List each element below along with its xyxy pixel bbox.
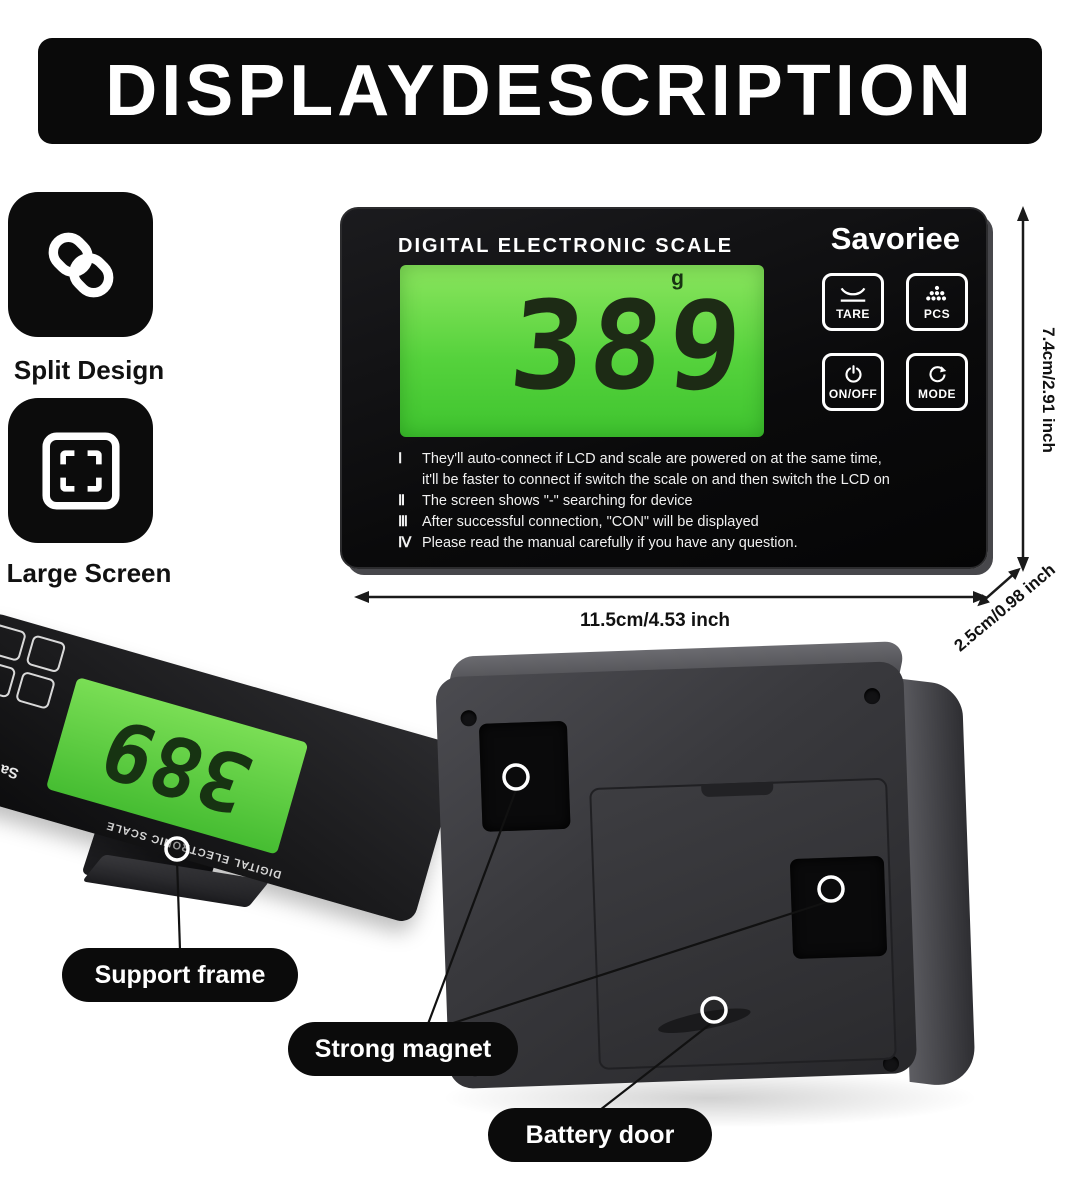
lcd-unit: g [671,267,684,290]
screw-hole [460,709,477,727]
magnet-right-part [789,855,888,960]
large-screen-tile [8,398,153,543]
mini-button [25,634,67,674]
note-text: They'll auto-connect if LCD and scale ar… [422,451,882,467]
scale-back-face [435,661,918,1090]
mini-lcd-screen: 389 [45,676,309,855]
instruction-notes: Ⅰ They'll auto-connect if LCD and scale … [398,449,973,554]
chain-link-icon [48,232,113,297]
mode-label: MODE [918,386,956,401]
support-frame-callout: Support frame [62,948,298,1002]
note-line: Ⅰ They'll auto-connect if LCD and scale … [398,449,973,470]
width-dimension-arrow [354,591,988,603]
note-numeral [398,470,422,491]
on-off-label: ON/OFF [828,386,878,401]
scale-back-view [430,633,985,1102]
width-dimension-label: 11.5cm/4.53 inch [580,610,730,631]
note-line: Ⅱ The screen shows "-" searching for dev… [398,491,973,512]
battery-door-callout: Battery door [488,1108,712,1162]
note-line: it'll be faster to connect if switch the… [398,470,973,491]
note-line: Ⅲ After successful connection, "CON" wil… [398,512,973,533]
note-text: it'll be faster to connect if switch the… [422,472,890,488]
panel-header: DIGITAL ELECTRONIC SCALE [398,235,734,257]
scale-display-panel: DIGITAL ELECTRONIC SCALE Savoriee g 389 … [340,207,988,569]
note-text: After successful connection, "CON" will … [422,514,759,530]
large-screen-label: Large Screen [6,558,172,588]
pcs-dots-icon [926,285,947,301]
mode-button: MODE [906,353,968,411]
note-numeral: Ⅳ [398,535,412,551]
mini-brand-name: Savoriee [0,748,21,782]
mini-lcd-value: 389 [88,700,266,831]
screen-frame-icon [41,431,120,510]
power-icon [845,364,861,383]
note-numeral: Ⅱ [398,493,406,509]
mode-cycle-icon [928,365,946,382]
mini-button [14,670,57,710]
note-numeral: Ⅰ [398,451,403,467]
height-dimension-arrow [1017,206,1029,572]
note-numeral: Ⅲ [398,514,408,530]
lcd-screen: g 389 [400,265,764,437]
brand-name: Savoriee [830,221,960,256]
on-off-button: ON/OFF [822,353,884,411]
strong-magnet-callout: Strong magnet [288,1022,518,1076]
split-design-tile [8,192,153,337]
battery-door-notch [701,781,774,798]
tare-button: TARE [822,273,884,331]
tare-dish-icon [840,287,866,302]
note-line: Ⅳ Please read the manual carefully if yo… [398,533,973,554]
note-text: Please read the manual carefully if you … [422,535,798,551]
pcs-label: PCS [923,306,951,321]
magnet-left-part [478,720,571,832]
pcs-button: PCS [906,273,968,331]
screw-hole [863,687,881,705]
mini-button [0,622,28,663]
mini-button [0,659,17,699]
height-dimension-label: 7.4cm/2.91 inch [1039,327,1058,453]
tare-label: TARE [836,306,870,321]
lcd-value: 389 [504,275,753,417]
page-title: DISPLAYDESCRIPTION [38,38,1042,144]
split-design-label: Split Design [13,355,165,385]
mini-button-cluster [0,622,67,710]
note-text: The screen shows "-" searching for devic… [422,493,693,509]
battery-door-groove [656,1003,753,1039]
